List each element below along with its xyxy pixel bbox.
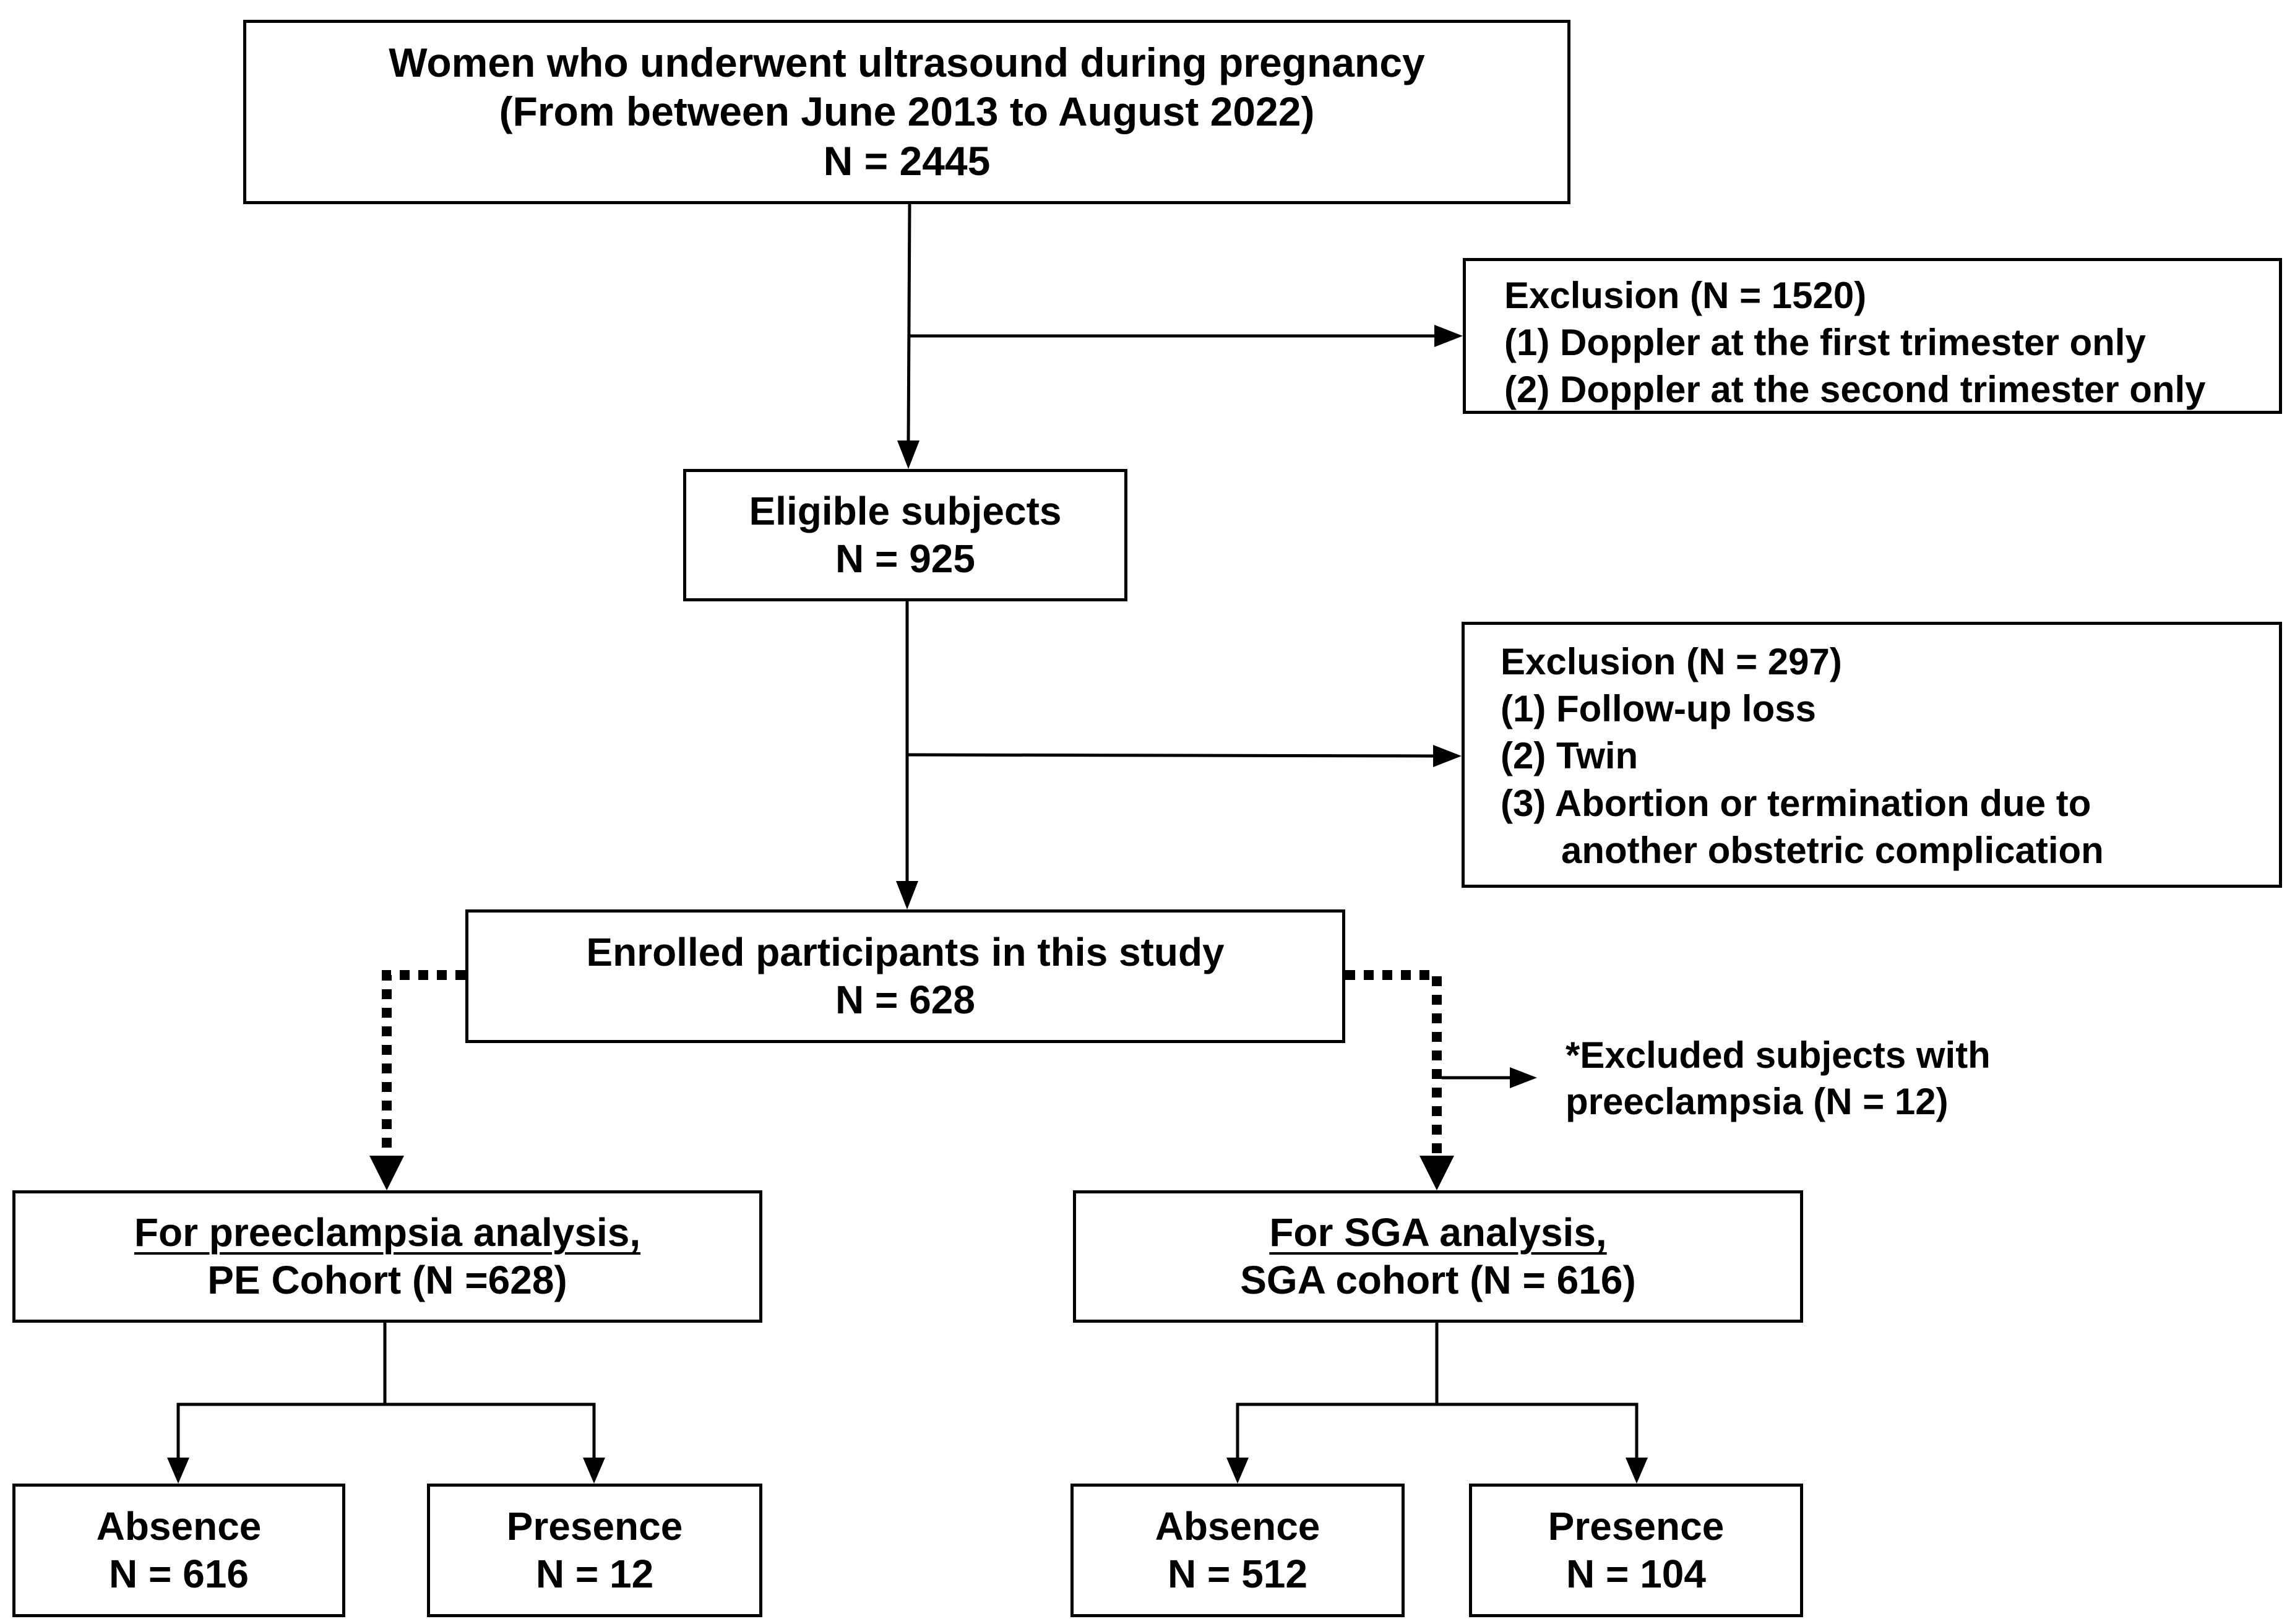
pe-presence-label: Presence: [506, 1504, 683, 1549]
arrowhead-sga-cohort: [1419, 1156, 1454, 1190]
arrowhead-enrolled: [896, 881, 918, 909]
exclusion1-item: (1) Doppler at the first trimester only: [1504, 322, 2146, 364]
connector-pe-split-right: [385, 1403, 596, 1459]
sga-cohort-title: For SGA analysis,: [1269, 1210, 1607, 1255]
connector-pe-split: [176, 1323, 387, 1459]
top-line2: (From between June 2013 to August 2022): [499, 88, 1315, 135]
sga-presence-n: N = 104: [1566, 1552, 1706, 1596]
excluded-note-line2: preeclampsia (N = 12): [1566, 1081, 1949, 1122]
arrowhead-pe-presence: [583, 1458, 605, 1484]
arrowhead-exclusion1: [1434, 325, 1463, 347]
excluded-preeclampsia-note: *Excluded subjects with preeclampsia (N …: [1566, 1032, 1991, 1125]
exclusion2-box: Exclusion (N = 297) (1) Follow-up loss (…: [1462, 622, 2282, 888]
top-line1: Women who underwent ultrasound during pr…: [389, 40, 1425, 86]
pe-presence-n: N = 12: [535, 1552, 654, 1596]
dotted-arrow-sga: [1345, 970, 1442, 1157]
exclusion2-title: Exclusion (N = 297): [1501, 641, 1842, 682]
pe-cohort-subtitle: PE Cohort (N =628): [207, 1258, 567, 1302]
top-n: N = 2445: [823, 137, 991, 184]
sga-absence-box: Absence N = 512: [1070, 1484, 1405, 1617]
exclusion1-box: Exclusion (N = 1520) (1) Doppler at the …: [1463, 258, 2282, 414]
women-ultrasound-box: Women who underwent ultrasound during pr…: [243, 20, 1570, 204]
connector-sga-split: [1236, 1323, 1439, 1459]
exclusion2-item: (3) Abortion or termination due to: [1501, 782, 2091, 824]
sga-absence-n: N = 512: [1168, 1552, 1307, 1596]
arrow-top-to-eligible: [907, 204, 911, 441]
exclusion2-item: another obstetric complication: [1561, 829, 2104, 871]
arrowhead-sga-absence: [1226, 1458, 1249, 1484]
eligible-subjects-box: Eligible subjects N = 925: [683, 469, 1127, 601]
eligible-title: Eligible subjects: [749, 489, 1062, 534]
enrolled-title: Enrolled participants in this study: [586, 930, 1225, 975]
exclusion1-title: Exclusion (N = 1520): [1504, 275, 1867, 316]
sga-cohort-subtitle: SGA cohort (N = 616): [1240, 1258, 1636, 1302]
arrowhead-excluded-note: [1510, 1067, 1537, 1088]
connector-sga-split-right: [1437, 1403, 1639, 1459]
pe-absence-label: Absence: [96, 1504, 262, 1549]
arrow-to-exclusion2: [907, 753, 1434, 758]
exclusion1-item: (2) Doppler at the second trimester only: [1504, 369, 2206, 411]
pe-presence-box: Presence N = 12: [427, 1484, 762, 1617]
pe-cohort-title: For preeclampsia analysis,: [134, 1210, 641, 1255]
eligible-n: N = 925: [835, 536, 975, 581]
pe-cohort-box: For preeclampsia analysis, PE Cohort (N …: [12, 1190, 762, 1323]
exclusion2-item: (1) Follow-up loss: [1501, 688, 1816, 730]
arrowhead-pe-cohort: [369, 1156, 404, 1190]
arrowhead-sga-presence: [1626, 1458, 1648, 1484]
enrolled-participants-box: Enrolled participants in this study N = …: [465, 909, 1345, 1043]
exclusion2-item: (2) Twin: [1501, 735, 1639, 777]
pe-absence-n: N = 616: [109, 1552, 249, 1596]
sga-cohort-box: For SGA analysis, SGA cohort (N = 616): [1073, 1190, 1803, 1323]
sga-presence-box: Presence N = 104: [1469, 1484, 1803, 1617]
pe-absence-box: Absence N = 616: [12, 1484, 345, 1617]
arrowhead-exclusion2: [1433, 745, 1462, 767]
sga-absence-label: Absence: [1155, 1504, 1320, 1549]
arrowhead-pe-absence: [167, 1458, 189, 1484]
excluded-note-line1: *Excluded subjects with: [1566, 1034, 1991, 1076]
arrowhead-eligible: [897, 440, 920, 469]
dotted-arrow-pe: [382, 970, 465, 1157]
sga-presence-label: Presence: [1548, 1504, 1725, 1549]
enrolled-n: N = 628: [835, 977, 975, 1022]
